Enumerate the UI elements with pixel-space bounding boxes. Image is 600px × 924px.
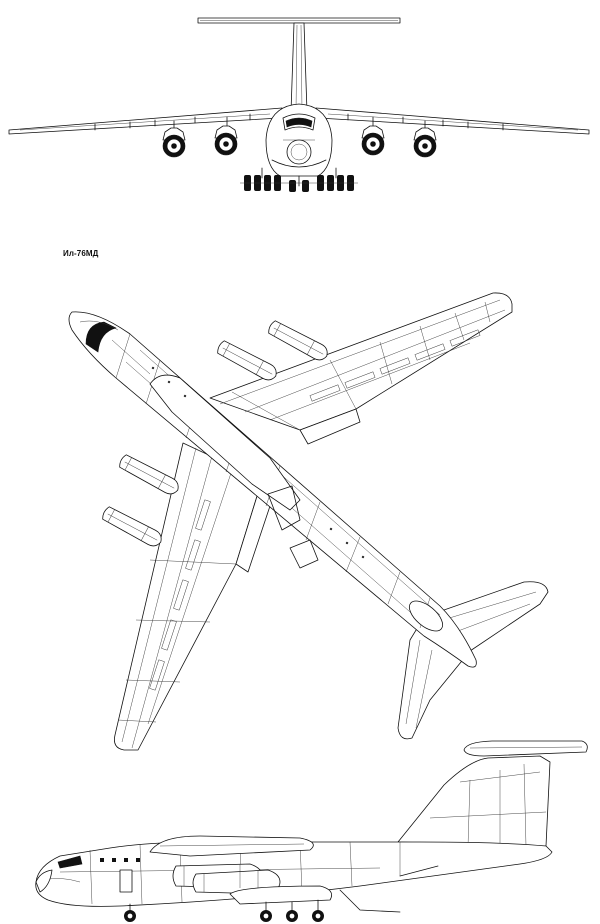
top-view: [68, 292, 549, 751]
front-view: [8, 17, 590, 192]
side-view: [35, 740, 588, 922]
aircraft-designation-label: Ил-76МД: [63, 249, 99, 258]
